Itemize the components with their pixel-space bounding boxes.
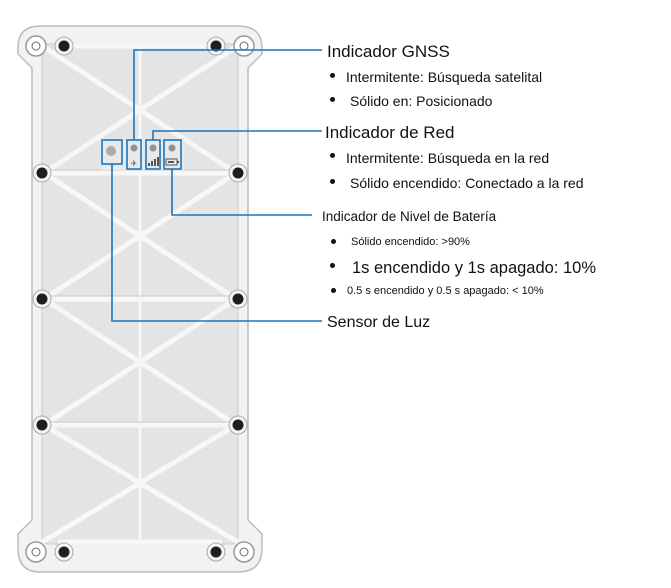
bullet [330, 73, 335, 78]
bullet [330, 153, 335, 158]
bullet [330, 179, 335, 184]
network-blinking-item: Intermitente: Búsqueda en la red [346, 150, 550, 166]
network-solid-item: Sólido encendido: Conectado a la red [350, 175, 584, 191]
bullet [331, 288, 336, 293]
network-indicator-title: Indicador de Red [325, 123, 455, 142]
bullet [330, 97, 335, 102]
gnss-indicator-title: Indicador GNSS [327, 42, 450, 61]
light-sensor-lens [106, 146, 116, 156]
battery-indicator-title: Indicador de Nivel de Batería [322, 209, 497, 224]
battery-blink-half-second-item: 0.5 s encendido y 0.5 s apagado: < 10% [347, 285, 544, 297]
callout-lines [101, 49, 322, 322]
network-led [149, 144, 157, 152]
side-screws [32, 163, 248, 435]
battery-solid-item: Sólido encendido: >90% [351, 236, 470, 248]
light-sensor-title: Sensor de Luz [327, 314, 431, 331]
gnss-solid-item: Sólido en: Posicionado [350, 93, 493, 109]
battery-icon [165, 158, 179, 166]
gnss-blinking-item: Intermitente: Búsqueda satelital [346, 69, 543, 85]
reinforcement-ribs [39, 42, 241, 546]
battery-led [168, 144, 176, 152]
bullet [331, 239, 336, 244]
gnss-led [130, 144, 138, 152]
battery-blink-1s-item: 1s encendido y 1s apagado: 10% [352, 259, 597, 277]
bullet [330, 263, 335, 268]
corner-mounts [25, 35, 255, 563]
satellite-icon: ✈ [131, 159, 138, 168]
signal-bars-icon [148, 157, 159, 166]
